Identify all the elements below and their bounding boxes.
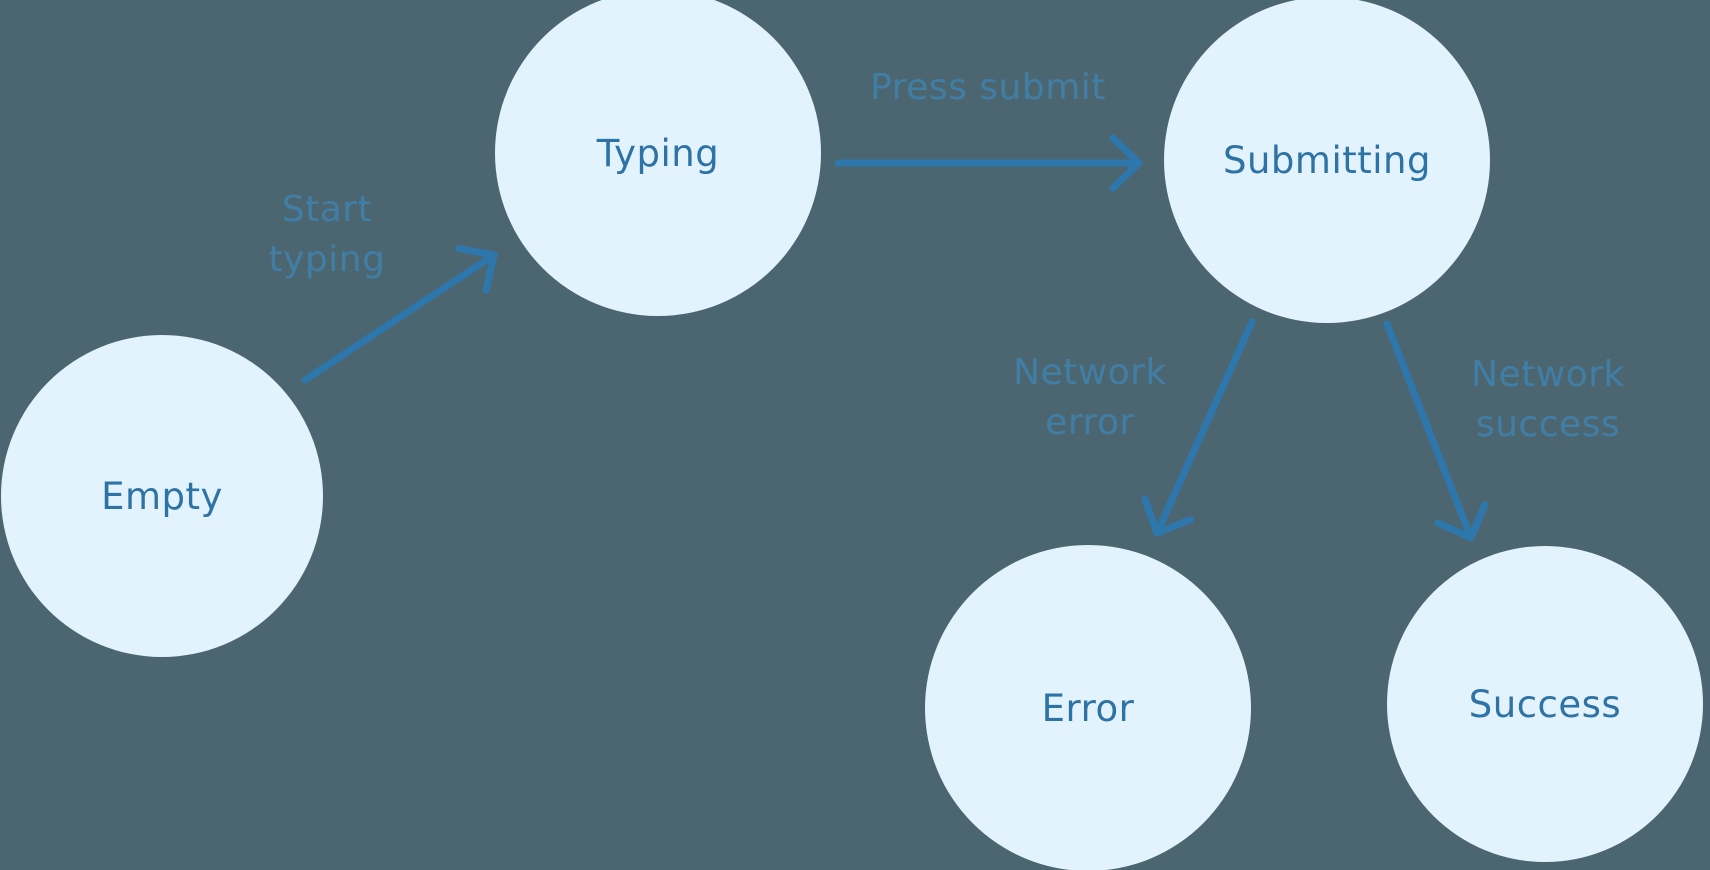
transition-label-network-error: Network error [1013,352,1167,443]
state-node-success: Success [1387,546,1703,862]
state-node-typing: Typing [495,0,821,316]
transition-label-network-success: Network success [1471,354,1625,445]
state-label-empty: Empty [101,474,223,518]
state-node-submitting: Submitting [1164,0,1490,323]
transition-label-start-typing: Start typing [268,189,386,280]
state-label-success: Success [1468,682,1622,726]
state-label-submitting: Submitting [1223,138,1431,182]
state-node-error: Error [925,545,1251,870]
state-label-error: Error [1041,686,1135,730]
state-label-typing: Typing [596,131,720,175]
transition-label-press-submit: Press submit [870,67,1106,108]
state-node-empty: Empty [1,335,323,657]
